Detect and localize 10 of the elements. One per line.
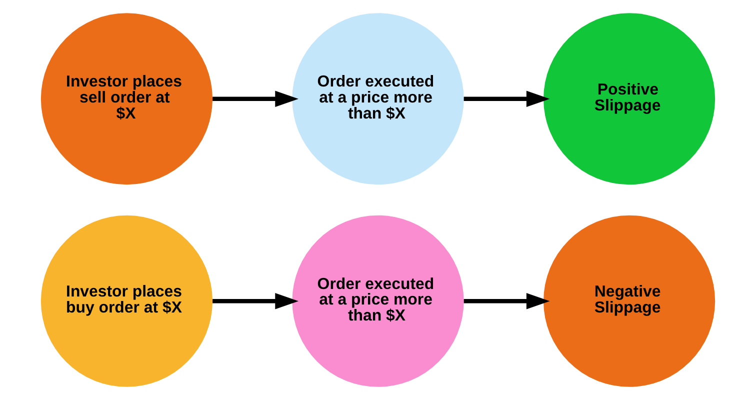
- node-circle: Investor places sell order at $X: [40, 13, 213, 185]
- node-circle: Negative Slippage: [543, 215, 716, 387]
- arrow: [464, 90, 550, 108]
- node-circle: Order executed at a price more than $X: [292, 13, 464, 185]
- arrow: [464, 292, 550, 310]
- arrow: [212, 292, 298, 310]
- node-circle: Positive Slippage: [543, 13, 716, 185]
- arrow: [212, 90, 298, 108]
- node-circle: Investor places buy order at $X: [40, 215, 213, 387]
- node-circle: Order executed at a price more than $X: [292, 215, 464, 387]
